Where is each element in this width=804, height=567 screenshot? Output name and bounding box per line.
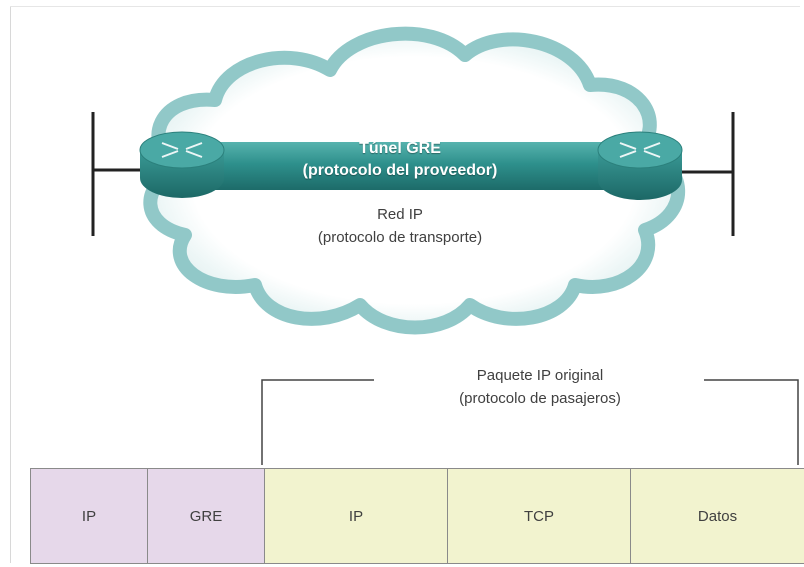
tunnel-subtitle: (protocolo del proveedor) <box>302 162 498 179</box>
packet-field-gre: GRE <box>147 468 264 564</box>
right-network-segment <box>672 112 735 236</box>
packet-field-ip-inner: IP <box>264 468 447 564</box>
gre-packet: IP GRE IP TCP Datos <box>30 468 804 564</box>
original-packet-title: Paquete IP original <box>476 367 604 384</box>
router-icon <box>139 131 225 198</box>
packet-field-ip-outer: IP <box>30 468 147 564</box>
original-packet-subtitle: (protocolo de pasajeros) <box>459 390 621 407</box>
frame-border <box>10 6 800 7</box>
packet-field-data: Datos <box>630 468 804 564</box>
original-packet-bracket <box>261 379 799 465</box>
tunnel-title: Túnel GRE <box>359 140 441 157</box>
packet-field-tcp: TCP <box>447 468 630 564</box>
network-title: Red IP <box>377 206 423 223</box>
frame-border <box>10 6 11 563</box>
network-subtitle: (protocolo de transporte) <box>317 229 483 246</box>
router-icon <box>597 131 683 200</box>
